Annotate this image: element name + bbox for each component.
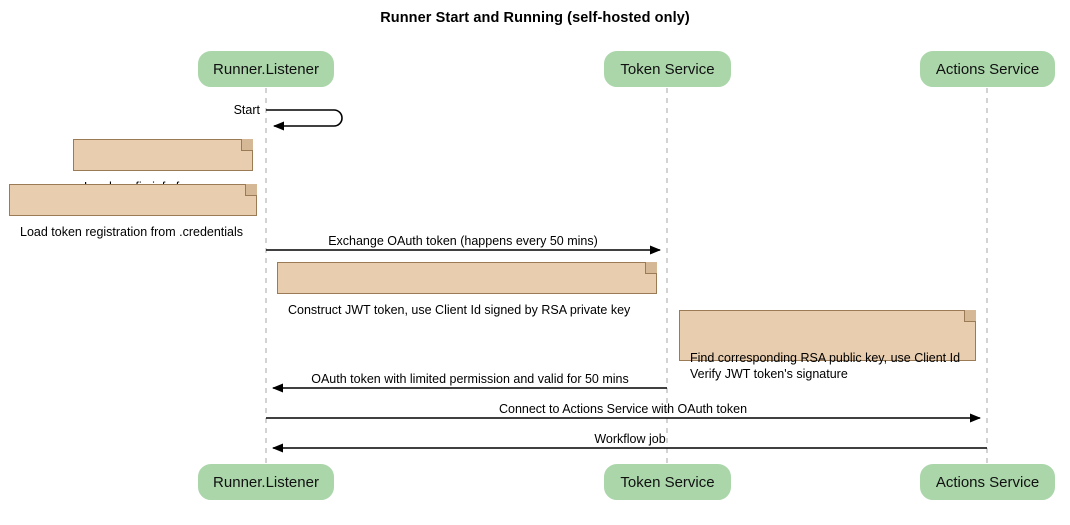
participant-label: Token Service — [620, 60, 715, 78]
participant-token-service-top[interactable]: Token Service — [604, 51, 731, 87]
note-fold-corner-icon — [645, 262, 657, 274]
note-text: Load token registration from .credential… — [20, 225, 244, 239]
participant-token-service-bottom[interactable]: Token Service — [604, 464, 731, 500]
note-fold-corner-icon — [964, 310, 976, 322]
participant-label: Actions Service — [935, 473, 1040, 491]
lifelines — [265, 88, 988, 464]
participant-label: Runner.Listener — [213, 473, 319, 491]
note-load-token-registration: Load token registration from .credential… — [9, 184, 257, 239]
participant-actions-service-bottom[interactable]: Actions Service — [920, 464, 1055, 500]
message-label-oauth-token-response: OAuth token with limited permission and … — [311, 372, 629, 386]
participant-label: Token Service — [620, 473, 715, 491]
participant-label: Actions Service — [935, 60, 1040, 78]
note-fold-corner-icon — [245, 184, 257, 196]
note-verify-jwt-token: Find corresponding RSA public key, use C… — [679, 310, 976, 381]
participant-actions-service-top[interactable]: Actions Service — [920, 51, 1055, 87]
note-text: Construct JWT token, use Client Id signe… — [288, 303, 631, 317]
note-fold-corner-icon — [241, 139, 253, 151]
note-construct-jwt-token: Construct JWT token, use Client Id signe… — [277, 262, 657, 317]
message-label-workflow-job: Workflow job — [594, 432, 666, 446]
message-arrow-start — [266, 109, 343, 131]
message-label-connect-to-actions-service: Connect to Actions Service with OAuth to… — [498, 402, 748, 416]
note-text: Find corresponding RSA public key, use C… — [690, 351, 961, 381]
note-load-config-info: Load config info from .runner — [73, 139, 253, 210]
participant-label: Runner.Listener — [213, 60, 319, 78]
message-label-start: Start — [233, 103, 260, 117]
message-label-exchange-oauth-token: Exchange OAuth token (happens every 50 m… — [328, 234, 598, 248]
participant-runner-listener-bottom[interactable]: Runner.Listener — [198, 464, 334, 500]
participant-runner-listener-top[interactable]: Runner.Listener — [198, 51, 334, 87]
page-title: Runner Start and Running (self-hosted on… — [380, 10, 690, 26]
